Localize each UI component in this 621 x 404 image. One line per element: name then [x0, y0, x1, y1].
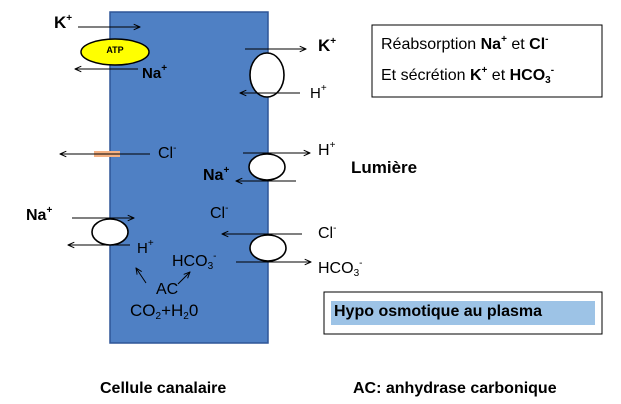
hypo-osmotic-label: Hypo osmotique au plasma	[334, 303, 543, 320]
hypo-box-highlight	[331, 301, 595, 325]
na-label-basal: Na+	[26, 205, 53, 224]
reaction-arrow-h	[136, 268, 147, 284]
cl-hco3-exchanger	[249, 234, 287, 262]
h-label-na-h: H+	[318, 140, 336, 159]
duct-cell	[109, 11, 269, 344]
cl-label-lumen: Cl-	[318, 223, 337, 242]
summary-line-1: Réabsorption Na+ et Cl-	[381, 34, 549, 53]
cl-label-inside: Cl-	[210, 203, 229, 222]
na-label-apical: Na+	[203, 165, 230, 184]
na-h-exchanger-apical	[248, 153, 286, 181]
cell-caption: Cellule canalaire	[100, 380, 227, 397]
hco3-label-lumen: HCO3-	[318, 258, 363, 279]
na-h-exchanger-basal	[91, 218, 129, 246]
atp-label: ATP	[106, 45, 124, 55]
reaction-arrow-hco3	[177, 272, 190, 285]
lumen-label: Lumière	[351, 158, 418, 177]
ac-label: AC	[156, 281, 179, 298]
ac-legend: AC: anhydrase carbonique	[353, 380, 557, 397]
h-label-basal: H+	[137, 238, 154, 257]
h-label-apical: H+	[310, 83, 327, 102]
atp-pump	[80, 38, 150, 66]
reaction-substrates: CO2+H20	[130, 301, 199, 322]
k-label-pump: K+	[54, 13, 73, 32]
hco3-label-inside: HCO3-	[172, 251, 217, 272]
cl-label-channel: Cl-	[158, 143, 177, 162]
na-label-pump: Na+	[142, 63, 168, 82]
k-h-exchanger	[249, 52, 285, 98]
summary-line-2: Et sécrétion K+ et HCO3-	[381, 65, 555, 86]
k-label-apical: K+	[318, 36, 337, 55]
summary-box	[371, 24, 603, 98]
